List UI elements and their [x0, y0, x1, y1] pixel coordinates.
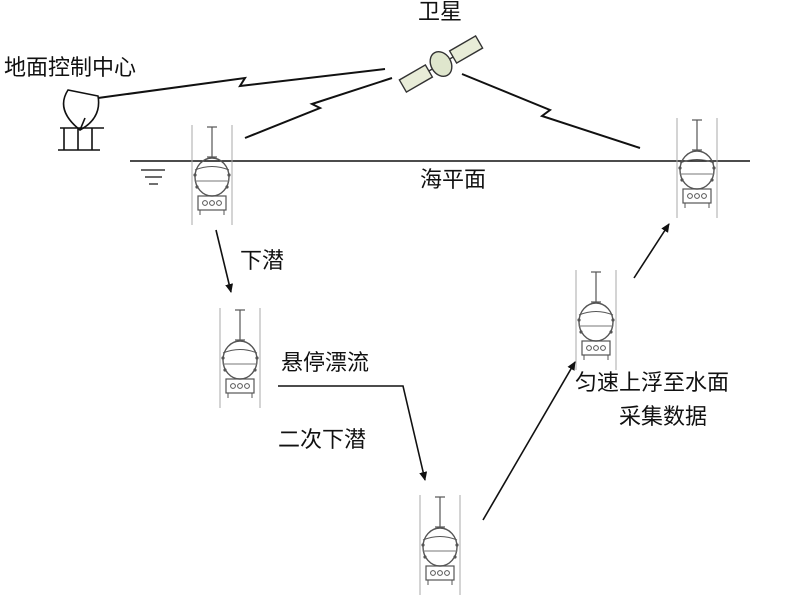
ascend-label: 匀速上浮至水面: [575, 371, 730, 396]
ground-station-dish-icon: [58, 89, 104, 151]
link-satellite-to-right-float: [461, 73, 641, 149]
satellite-label: 卫星: [418, 0, 463, 25]
second-dive-label: 二次下潜: [278, 428, 367, 453]
arrow-surface: [633, 223, 670, 279]
link-ground-to-satellite: [97, 68, 386, 99]
hover-drift-label: 悬停漂流: [281, 351, 370, 376]
satellite-icon: [398, 34, 484, 94]
link-satellite-to-left-float: [244, 77, 393, 139]
arrow-second-dive: [278, 385, 428, 481]
float-surface-end: [676, 117, 718, 219]
ground-control-label: 地面控制中心: [4, 56, 137, 81]
float-hover-drift: [219, 307, 261, 409]
collect-data-label: 采集数据: [619, 405, 708, 430]
sea-level-label: 海平面: [420, 168, 487, 193]
float-ascending: [575, 269, 617, 371]
arrow-dive: [215, 229, 234, 293]
water-symbol: [141, 169, 165, 185]
dive-label: 下潜: [240, 249, 285, 274]
float-surface-start: [191, 124, 233, 226]
float-deep: [419, 494, 461, 595]
arrow-ascend: [482, 361, 576, 521]
